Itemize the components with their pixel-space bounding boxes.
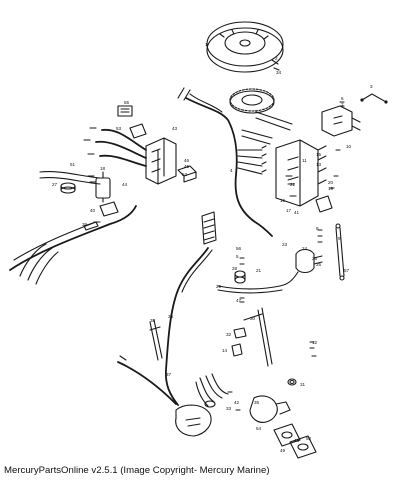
callout-46: 46	[184, 158, 190, 163]
callout-28: 28	[232, 266, 238, 271]
callout-54: 54	[256, 426, 262, 431]
mounting-plate-a	[273, 423, 301, 447]
cable-right	[335, 223, 345, 281]
callout-1: 1	[205, 42, 208, 47]
connector-small	[233, 327, 247, 339]
stator	[229, 88, 275, 114]
callout-41: 41	[294, 210, 300, 215]
callout-26: 26	[312, 256, 318, 261]
callout-53: 53	[116, 126, 122, 131]
callout-15: 15	[316, 152, 322, 157]
callout-20: 20	[328, 180, 334, 185]
starter-solenoid-right	[295, 248, 323, 274]
grommet	[287, 378, 297, 386]
relay-right	[315, 195, 333, 213]
callout-24: 24	[302, 246, 308, 251]
flywheel-nut	[271, 59, 280, 71]
callout-11: 11	[302, 158, 307, 163]
callout-22: 22	[290, 182, 296, 187]
callout-13: 13	[316, 162, 322, 167]
callout-2: 2	[275, 56, 278, 61]
callout-23: 23	[282, 242, 288, 247]
callout-16: 16	[280, 198, 286, 203]
callout-50: 50	[306, 436, 312, 441]
hardware-screws	[87, 101, 345, 411]
wiring-diagram: 1 2 3 4 5 6 7 8 9 10 11 12 13 14 15 16 1…	[9, 21, 388, 459]
jumper-wire	[360, 93, 388, 104]
main-connector	[175, 404, 212, 437]
callout-33: 33	[226, 406, 232, 411]
heat-sink	[201, 211, 217, 245]
callout-44: 44	[122, 182, 128, 187]
lower-harness	[149, 247, 213, 406]
callout-labels: 1 2 3 4 5 6 7 8 9 10 11 12 13 14 15 16 1…	[52, 42, 373, 453]
starter-solenoid-left	[95, 171, 111, 203]
callout-4: 4	[230, 168, 233, 173]
callout-40: 40	[90, 208, 96, 213]
callout-18: 18	[100, 166, 106, 171]
callout-21: 21	[256, 268, 262, 273]
callout-8: 8	[316, 226, 319, 231]
terminal-block-left	[99, 201, 119, 217]
callout-19: 19	[328, 186, 334, 191]
throttle-cable	[117, 355, 177, 405]
main-harness	[177, 87, 293, 237]
mounting-plate-b	[289, 435, 317, 459]
tube-lower	[243, 307, 273, 367]
callout-49: 49	[280, 448, 286, 453]
cap-27	[60, 182, 76, 194]
callout-6: 6	[341, 96, 344, 101]
wire-clip	[149, 326, 161, 331]
callout-51: 51	[70, 162, 76, 167]
warning-decal	[117, 105, 133, 117]
callout-7: 7	[341, 102, 344, 107]
callout-5: 5	[236, 254, 239, 259]
callout-27: 27	[52, 182, 58, 187]
switch-box	[275, 139, 327, 207]
image-caption: MercuryPartsOnline v2.5.1 (Image Copyrig…	[4, 465, 270, 476]
wire-bundle-lower	[195, 373, 229, 407]
flywheel	[206, 21, 284, 73]
spark-plug-leads	[83, 127, 147, 167]
ignition-coil-pack	[145, 137, 177, 185]
callout-25: 25	[316, 262, 322, 267]
callout-10: 10	[346, 144, 352, 149]
callout-45: 45	[184, 164, 190, 169]
callout-57: 57	[344, 268, 350, 273]
voltage-regulator	[177, 165, 197, 183]
callout-36: 36	[168, 314, 174, 319]
callout-47: 47	[236, 298, 242, 303]
tube-middle	[217, 271, 299, 294]
connector-small-2	[231, 343, 243, 357]
battery-cable-left	[9, 205, 137, 285]
callout-31: 31	[300, 382, 306, 387]
callout-14: 14	[222, 348, 228, 353]
rectifier	[321, 105, 361, 137]
callout-52: 52	[182, 172, 188, 177]
callout-34: 34	[276, 70, 282, 75]
callout-12: 12	[312, 340, 318, 345]
callout-39: 39	[82, 222, 88, 227]
callout-56: 56	[236, 246, 242, 251]
bracket-lower	[204, 400, 216, 408]
callout-29: 29	[216, 284, 222, 289]
callout-17: 17	[286, 208, 292, 213]
callout-55: 55	[124, 100, 130, 105]
fuse-holder	[234, 270, 246, 284]
callout-3: 3	[370, 84, 373, 89]
ground-strap	[83, 221, 99, 231]
key-switch	[249, 395, 291, 423]
callout-35: 35	[254, 400, 260, 405]
lead-wires	[39, 171, 101, 185]
callout-9: 9	[338, 236, 341, 241]
callout-30: 30	[250, 316, 256, 321]
callout-48: 48	[294, 438, 300, 443]
callout-42: 42	[234, 400, 240, 405]
callout-43: 43	[172, 126, 178, 131]
coil-bracket	[129, 123, 147, 139]
callout-32: 32	[226, 332, 232, 337]
callout-37: 37	[166, 372, 172, 377]
callout-38: 38	[150, 318, 156, 323]
